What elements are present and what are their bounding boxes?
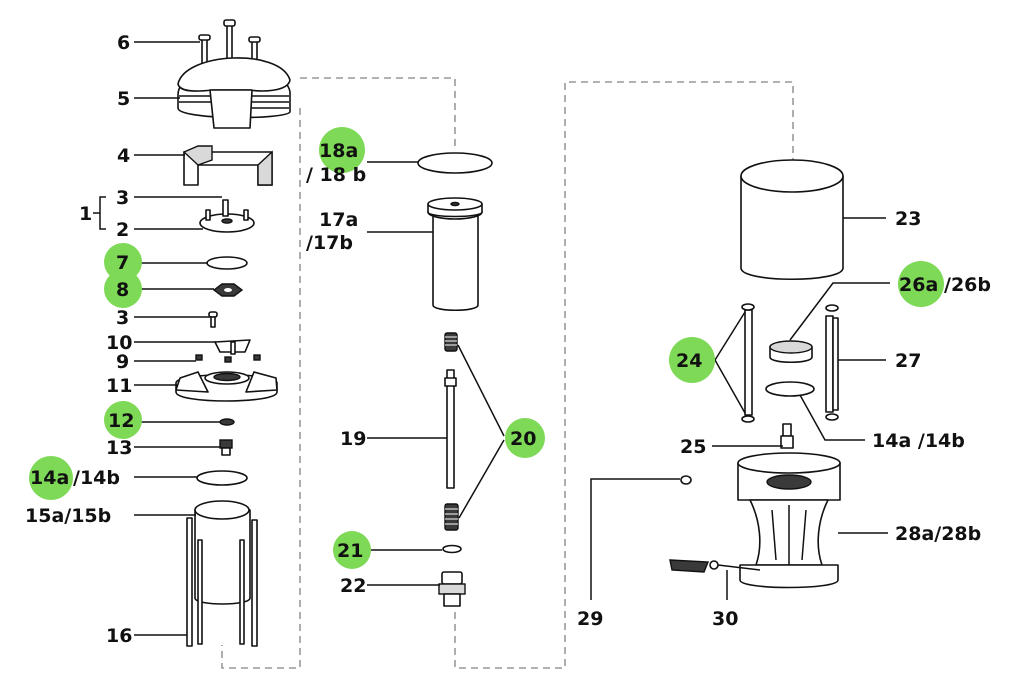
part-25-pin	[780, 423, 794, 449]
part-30-clip	[669, 559, 761, 573]
leader-lines	[93, 41, 890, 636]
label-22: 22	[340, 575, 366, 597]
label-9: 9	[116, 351, 129, 373]
part-9-nuts	[195, 354, 261, 363]
part-14-o-ring-left	[196, 470, 248, 486]
label-10: 10	[106, 332, 132, 354]
assembly-guide-lines	[221, 77, 794, 669]
part-23-sleeve	[740, 159, 844, 281]
part-5-head-cover	[177, 57, 291, 129]
part-11-flange	[175, 371, 278, 402]
label-3-middle: 3	[116, 307, 129, 329]
label-17b: /17b	[306, 232, 353, 254]
label-16: 16	[106, 625, 132, 647]
label-1: 1	[79, 203, 92, 225]
label-29: 29	[577, 608, 603, 630]
label-14b-left: /14b	[73, 467, 120, 489]
part-6-screws	[198, 19, 261, 73]
label-23: 23	[895, 208, 921, 230]
part-13-fitting	[219, 439, 233, 456]
part-12-ring	[219, 418, 235, 426]
label-11: 11	[106, 375, 132, 397]
part-24-rods	[741, 303, 755, 423]
part-14-o-ring-right	[765, 381, 815, 397]
label-24: 24	[676, 350, 702, 372]
part-10-bracket	[214, 339, 251, 355]
label-28: 28a/28b	[895, 523, 981, 545]
part-7-o-ring	[206, 256, 248, 270]
label-12: 12	[108, 410, 134, 432]
part-4-block	[182, 145, 273, 186]
label-25: 25	[680, 436, 706, 458]
part-15-cylinder	[194, 500, 251, 605]
label-17a: 17a	[319, 209, 358, 231]
label-5: 5	[117, 88, 130, 110]
label-8: 8	[116, 279, 129, 301]
guide-line-right	[454, 81, 794, 669]
guide-line-top-middle	[300, 77, 456, 148]
part-20-spring-bottom	[444, 503, 459, 531]
label-30: 30	[712, 608, 738, 630]
label-27: 27	[895, 350, 921, 372]
part-29-cap	[680, 475, 692, 485]
part-21-ring	[442, 544, 462, 554]
label-26a: 26a	[899, 274, 938, 296]
part-27-rods	[825, 304, 839, 421]
part-labels: 6 5 4 3 1 2 7 8 3 10 9 11 12 13 14a /14b…	[25, 32, 991, 647]
label-19: 19	[340, 428, 366, 450]
label-15: 15a/15b	[25, 505, 111, 527]
part-28-base	[737, 452, 841, 589]
guide-line-left	[221, 108, 301, 669]
label-6: 6	[117, 32, 130, 54]
label-14a-left: 14a	[30, 467, 69, 489]
label-7: 7	[116, 252, 129, 274]
part-20-spring-top	[444, 332, 458, 352]
label-2: 2	[116, 219, 129, 241]
part-19-rod	[444, 369, 457, 489]
label-4: 4	[117, 145, 130, 167]
highlight-circles	[29, 127, 944, 569]
part-3-screw	[208, 311, 218, 328]
label-18b: / 18 b	[306, 164, 366, 186]
part-18-o-ring	[417, 152, 493, 174]
part-2-plate	[199, 199, 255, 233]
part-22-fitting	[438, 571, 466, 607]
part-16-stand	[186, 517, 258, 647]
label-26b: /26b	[944, 274, 991, 296]
label-13: 13	[106, 437, 132, 459]
part-17-tube	[427, 197, 483, 312]
label-18a: 18a	[319, 140, 358, 162]
part-8-nut	[212, 283, 244, 297]
label-3-top: 3	[116, 187, 129, 209]
label-20: 20	[510, 428, 536, 450]
label-21: 21	[337, 540, 363, 562]
part-26-bushing	[769, 340, 813, 364]
label-14ab-right: 14a /14b	[872, 430, 965, 452]
